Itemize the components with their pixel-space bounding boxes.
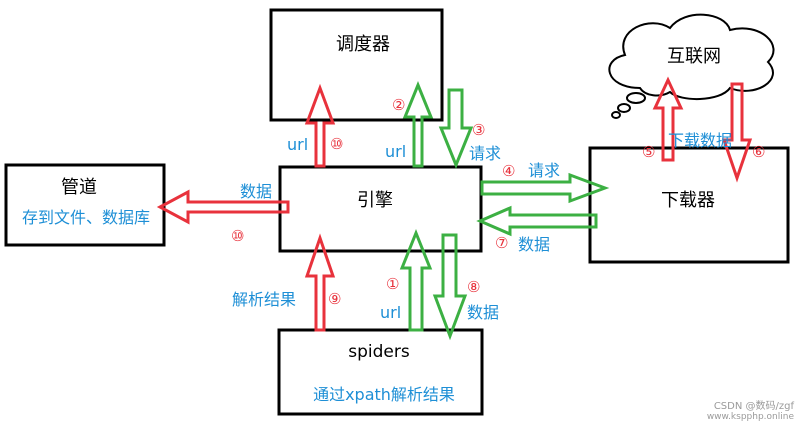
internet-label: 互联网: [667, 46, 721, 67]
arrow-engine-to-scheduler-2: [402, 81, 434, 168]
arrow-downloader-to-engine: [476, 205, 598, 237]
engine-label: 引擎: [357, 190, 393, 211]
step-5: ⑤: [642, 143, 655, 161]
label-download-data: 下载数据: [668, 131, 732, 150]
internet-cloud: [608, 13, 775, 119]
label-request-3: 请求: [469, 144, 501, 163]
arrow-downloader-to-internet: [652, 76, 684, 162]
arrow-spiders-to-engine: [304, 233, 336, 332]
step-4: ④: [502, 162, 515, 180]
arrow-scheduler-to-engine-3: [438, 88, 474, 169]
label-url-10: url: [287, 135, 308, 154]
arrow-internet-to-downloader: [721, 82, 753, 183]
step-2: ②: [392, 96, 405, 114]
scheduler-label: 调度器: [336, 34, 390, 55]
scheduler-box: [269, 8, 444, 122]
label-url-1: url: [380, 303, 401, 322]
spiders-label: spiders: [348, 342, 410, 362]
watermark-url: www.kspphp.online: [707, 412, 795, 422]
step-10-left: ⑩: [231, 227, 244, 245]
watermark: CSDN @数码/zgf: [714, 399, 795, 412]
pipeline-box: [4, 163, 166, 247]
step-9: ⑨: [328, 290, 341, 308]
label-url-2: url: [385, 142, 406, 161]
arrow-engine-to-pipeline: [156, 189, 290, 225]
downloader-label: 下载器: [661, 190, 715, 211]
label-request-4: 请求: [528, 161, 560, 180]
arrow-engine-to-spiders: [432, 233, 468, 341]
pipeline-note: 存到文件、数据库: [22, 208, 150, 227]
label-data-8: 数据: [467, 303, 499, 322]
label-parse-result: 解析结果: [232, 290, 296, 309]
arrow-engine-to-scheduler: [304, 83, 336, 168]
label-data-7: 数据: [518, 235, 550, 254]
spiders-note: 通过xpath解析结果: [313, 385, 455, 404]
step-10-top: ⑩: [330, 135, 343, 153]
step-7: ⑦: [495, 234, 508, 252]
arrow-engine-to-downloader: [480, 172, 610, 204]
step-3: ③: [472, 121, 485, 139]
engine-box: [278, 165, 483, 253]
arrow-spiders-to-engine-1: [399, 228, 433, 332]
step-8: ⑧: [467, 278, 480, 296]
spiders-box: [277, 328, 484, 416]
step-1: ①: [386, 275, 399, 293]
downloader-box: [588, 146, 790, 264]
label-data-pipeline: 数据: [240, 182, 272, 201]
step-6: ⑥: [752, 143, 765, 161]
pipeline-label: 管道: [61, 177, 97, 198]
